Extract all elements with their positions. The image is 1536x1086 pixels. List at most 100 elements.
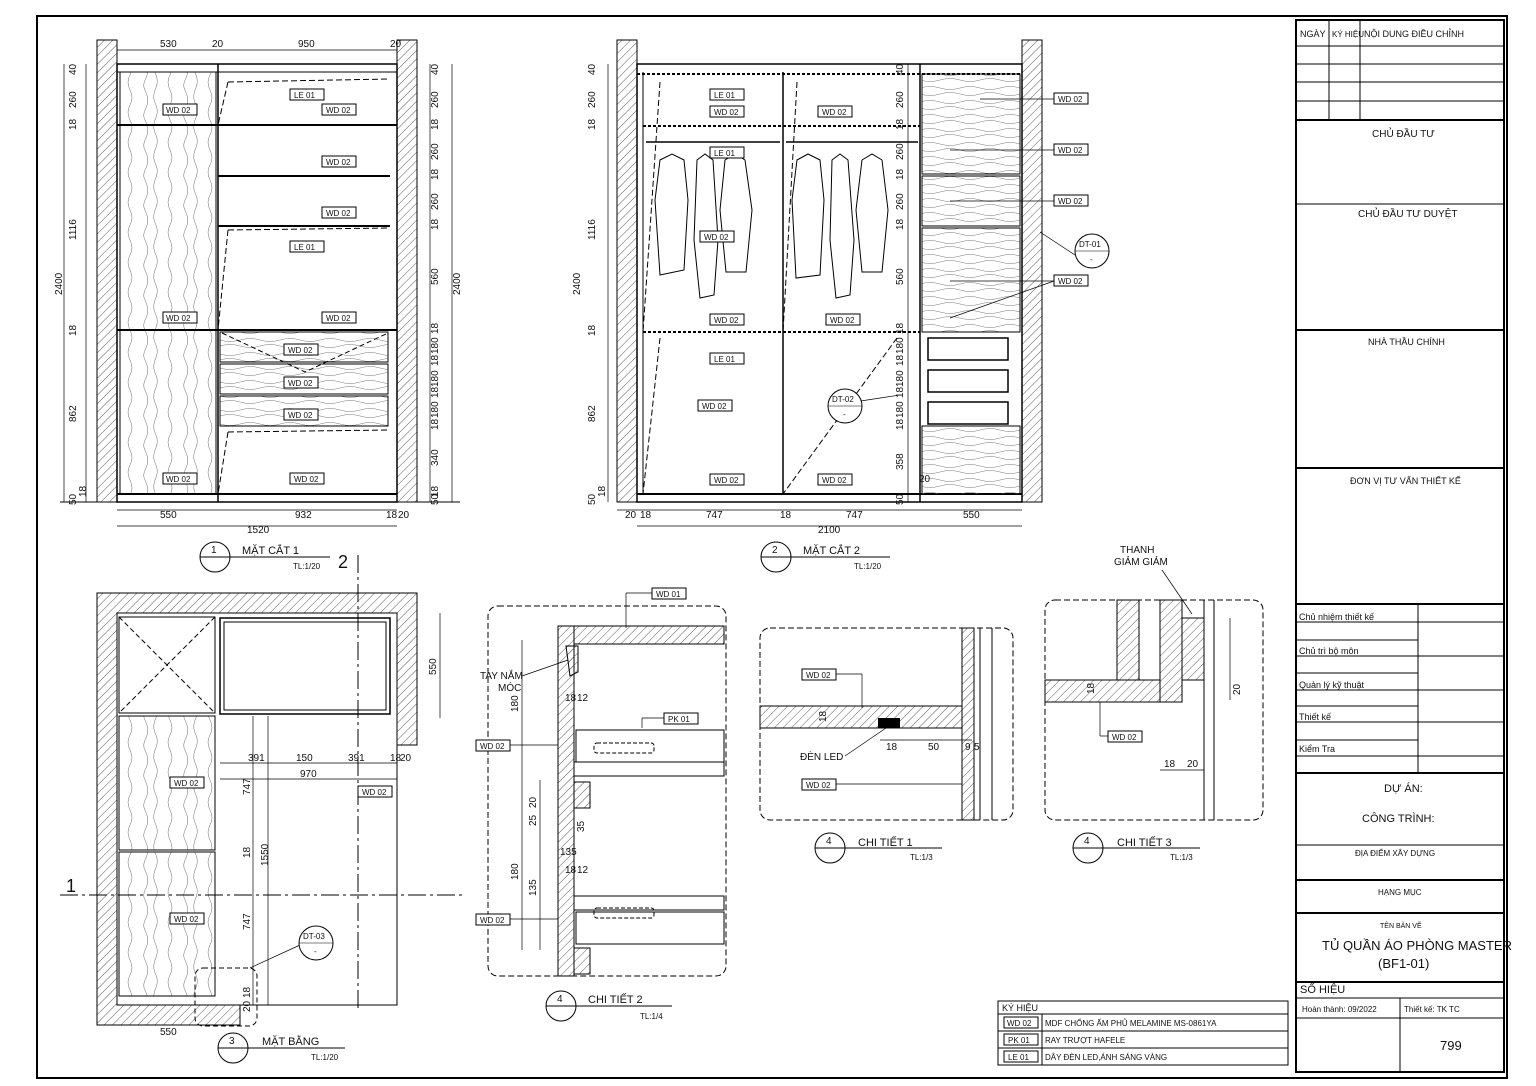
callout-handle: TAY NẮM [480,669,523,682]
dim: 18 [895,354,906,366]
tag-wd: WD 02 [288,379,313,388]
section-1-elevation: WD 02 LE 01 WD 02 WD 02 WD 02 LE 01 WD 0… [54,39,463,573]
dim: 20 [212,39,224,50]
dim: 18 [390,753,402,764]
view-scale: TL:1/3 [910,853,933,862]
dim: 12 [577,693,589,704]
dim: 560 [895,268,906,285]
legend-code: WD 02 [1007,1019,1032,1028]
dim: 18 [430,386,441,398]
dim: 18 [587,324,598,336]
dim: 135 [560,847,577,858]
dim: 18 [780,510,792,521]
legend-desc: DÂY ĐÈN LED,ÁNH SÁNG VÀNG [1045,1053,1167,1062]
dim: 18 [430,354,441,366]
view-scale: TL:1/4 [640,1012,663,1021]
left-wall [96,39,118,503]
callout-sub: - [1090,255,1093,264]
dim: 18 [242,846,253,858]
dim: 50 [895,493,906,505]
legend-desc: MDF CHỐNG ẨM PHỦ MELAMINE MS-0861YA [1045,1018,1217,1028]
view-title: MẶT CẮT 1 [242,544,299,557]
dim: 18 [565,693,577,704]
view-title: MẶT CẮT 2 [803,544,860,557]
tag-pk: PK 01 [668,715,690,724]
tag-le: LE 01 [294,243,315,252]
dim: 50 [68,493,79,505]
dim: 1550 [260,843,271,866]
project-label: DỰ ÁN: [1384,782,1423,795]
dim: 25 [528,814,539,826]
dim: 18 [1164,759,1176,770]
tag-wd: WD 02 [714,108,739,117]
dim: 747 [242,778,253,795]
dim: 18 [1086,682,1097,694]
rev-header: NỘI DUNG ĐIỀU CHỈNH [1364,28,1464,39]
dim: 50 [928,742,940,753]
dim: 12 [577,865,589,876]
dim: 550 [963,510,980,521]
dim: 2100 [818,525,841,536]
tag-le: LE 01 [714,355,735,364]
dim: 2400 [54,272,65,295]
legend-title: KÝ HIỆU [1002,1003,1038,1013]
view-title: CHI TIẾT 2 [588,993,643,1006]
section-2-elevation: LE 01 WD 02 WD 02 LE 01 WD 02 WD 02 WD 0… [572,39,1110,573]
dim: 18 [895,386,906,398]
dim: 5 [974,742,980,753]
view-scale: TL:1/3 [1170,853,1193,862]
dim: 950 [298,39,315,50]
dim: 40 [587,63,598,75]
view-number: 4 [1084,836,1090,847]
drawing-title: TỦ QUẦN ÁO PHÒNG MASTER [1322,938,1512,953]
dim: 20 [1187,759,1199,770]
tag-wd: WD 02 [1058,277,1083,286]
dim: 340 [430,449,441,466]
dim: 260 [430,193,441,210]
role-label: Chủ trì bộ môn [1299,646,1359,656]
dim: 180 [510,695,521,712]
view-title: CHI TIẾT 3 [1117,836,1172,849]
sheet-border [36,15,1508,1079]
view-title: MẶT BẰNG [262,1035,319,1048]
callout-led: ĐÈN LED [800,750,843,763]
dim: 747 [846,510,863,521]
dim: 20 [398,510,410,521]
tag-wd: WD 02 [288,411,313,420]
dim: 40 [895,63,906,75]
dim: 180 [895,337,906,354]
dim: 18 [430,168,441,180]
view-scale: TL:1/20 [311,1053,339,1062]
dim: 1116 [68,219,79,240]
dim: 260 [68,91,79,108]
drawing-name-label: TÊN BẢN VẼ [1380,921,1422,930]
dim: 530 [160,39,177,50]
dim: 358 [895,453,906,470]
dim: 18 [895,322,906,334]
site-label: CÔNG TRÌNH: [1362,812,1435,825]
dim: 180 [430,401,441,418]
tag-wd: WD 02 [1058,95,1083,104]
dim: 20 [242,1000,253,1012]
role-label: Chủ nhiệm thiết kế [1299,612,1374,622]
dim: 180 [895,370,906,387]
dim: 1520 [247,525,270,536]
completion-date: Hoàn thành: 09/2022 [1302,1005,1377,1014]
tag-wd: WD 02 [480,742,505,751]
tag-wd: WD 02 [174,779,199,788]
dim: 180 [430,337,441,354]
view-number: 2 [772,545,778,556]
dim: 550 [160,510,177,521]
dim: 20 [919,474,931,485]
role-label: Quản lý kỹ thuật [1299,680,1365,690]
dim: 180 [895,401,906,418]
location-label: ĐỊA ĐIỂM XÂY DỰNG [1355,849,1435,858]
dim: 18 [565,865,577,876]
dim: 18 [78,485,89,497]
view-number: 1 [211,545,217,556]
dim: 18 [430,118,441,130]
dim: 260 [895,91,906,108]
dim: 18 [640,510,652,521]
detail-3: THANH GIẢM GIẢM WD 02 18 18 20 20 4 CHI … [1044,545,1264,864]
rev-header: KÝ HIỆU [1332,30,1364,39]
